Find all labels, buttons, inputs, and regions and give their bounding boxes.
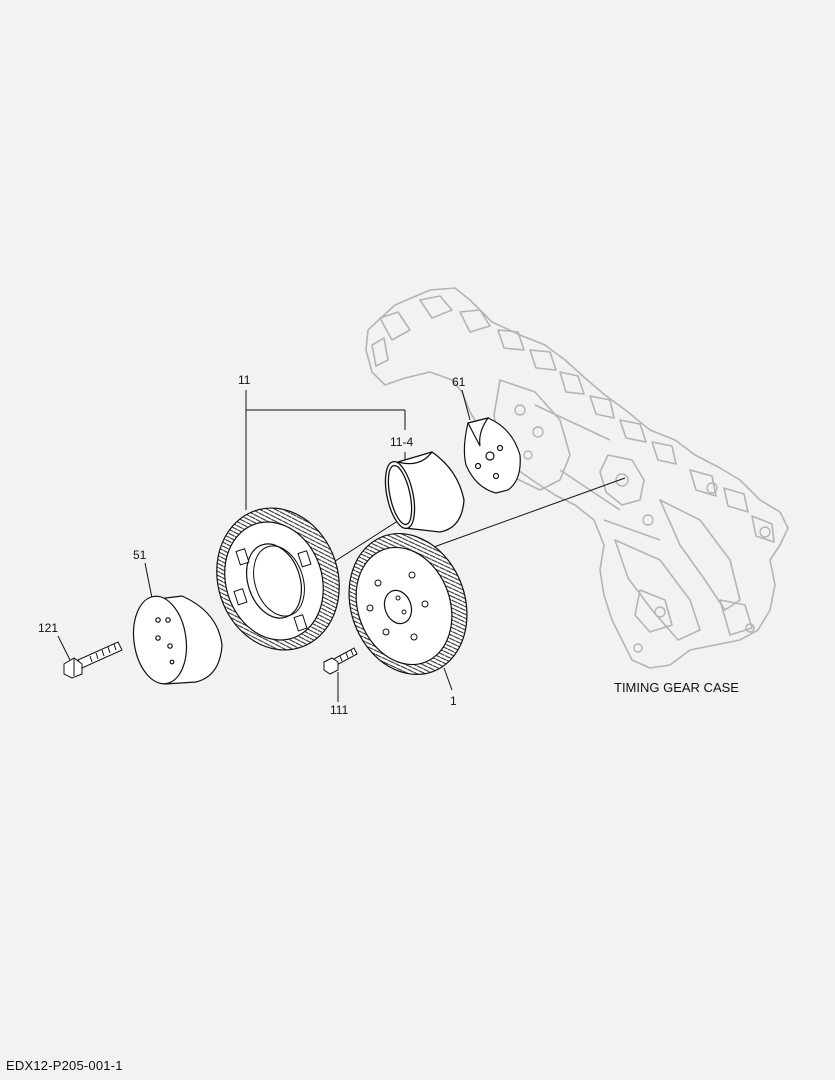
callout-111: 111: [330, 703, 349, 717]
timing-gear-case-label: TIMING GEAR CASE: [614, 680, 739, 695]
callout-51: 51: [133, 548, 147, 562]
timing-gear-case: [365, 287, 789, 669]
thrust-plate-part-61: [463, 417, 521, 494]
callout-121: 121: [38, 621, 58, 635]
bushing-part-11-4: [384, 451, 465, 533]
case-bolt-holes: [514, 404, 771, 653]
hub-part-51: [132, 595, 223, 685]
drawing-id: EDX12-P205-001-1: [6, 1058, 123, 1073]
callout-11: 11: [238, 373, 251, 387]
gear-part-1: [348, 532, 468, 676]
callout-11-4: 11-4: [390, 435, 413, 449]
gear-bolt-part-111: [323, 647, 358, 675]
callout-61: 61: [452, 375, 466, 389]
idler-gear-part-11: [216, 507, 340, 651]
hub-bolt-part-121: [63, 641, 123, 679]
leader-lines: [57, 389, 471, 702]
callout-1: 1: [450, 694, 457, 708]
